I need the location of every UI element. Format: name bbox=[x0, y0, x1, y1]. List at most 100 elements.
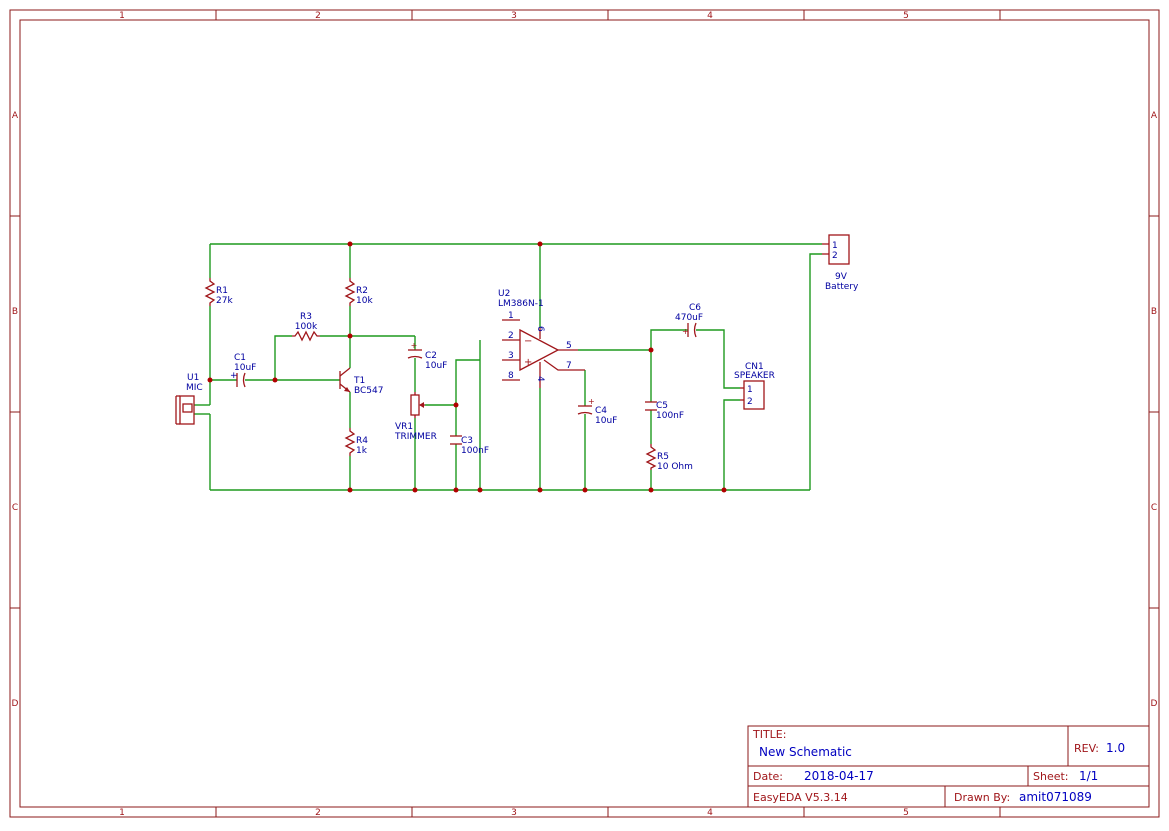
resistor-r2: R2 10k bbox=[344, 278, 373, 306]
column-label-top: 4 bbox=[707, 11, 713, 21]
title-block: TITLE: New Schematic REV: 1.0 Date: 2018… bbox=[747, 725, 1150, 808]
r5-value: 10 Ohm bbox=[657, 462, 693, 472]
svg-text:−: − bbox=[524, 336, 532, 347]
r5-ref: R5 bbox=[657, 452, 669, 462]
r3-ref: R3 bbox=[300, 312, 312, 322]
row-label-right: B bbox=[1151, 307, 1157, 317]
svg-text:+: + bbox=[682, 327, 689, 336]
connector-battery: 1 2 9V Battery bbox=[822, 234, 859, 292]
svg-text:+: + bbox=[230, 371, 238, 381]
u2-pin-5: 5 bbox=[566, 341, 572, 351]
r2-value: 10k bbox=[356, 296, 373, 306]
sheet-label: Sheet: bbox=[1033, 770, 1069, 783]
connector-cn1: 1 2 CN1 SPEAKER bbox=[734, 362, 775, 410]
column-label-top: 3 bbox=[511, 11, 517, 21]
cn1-value: SPEAKER bbox=[734, 371, 775, 381]
row-label-right: A bbox=[1151, 111, 1158, 121]
title-label: TITLE: bbox=[752, 728, 786, 741]
capacitor-c6: + C6 470uF bbox=[675, 303, 703, 338]
c3-ref: C3 bbox=[461, 436, 473, 446]
column-label-top: 2 bbox=[315, 11, 321, 21]
c1-value: 10uF bbox=[234, 363, 256, 373]
column-label-top: 1 bbox=[119, 11, 125, 21]
battery-value: Battery bbox=[825, 282, 859, 292]
r1-value: 27k bbox=[216, 296, 233, 306]
u2-pin-1: 1 bbox=[508, 311, 514, 321]
column-label-top: 5 bbox=[903, 11, 909, 21]
software-label: EasyEDA V5.3.14 bbox=[753, 791, 848, 804]
u1-ref: U1 bbox=[187, 373, 199, 383]
amplifier-u2: − + 1 2 3 8 5 7 6 4 U2 LM386N-1 bbox=[498, 289, 585, 388]
column-label-bottom: 3 bbox=[511, 808, 517, 818]
u2-pin-6: 6 bbox=[535, 326, 545, 332]
resistor-r4: R4 1k bbox=[344, 428, 368, 456]
row-label-left: C bbox=[12, 503, 18, 513]
u2-pin-4: 4 bbox=[535, 376, 545, 382]
u2-value: LM386N-1 bbox=[498, 299, 544, 309]
row-label-right: C bbox=[1151, 503, 1157, 513]
row-label-left: A bbox=[12, 111, 19, 121]
drawing-frame bbox=[9, 9, 1160, 818]
c5-value: 100nF bbox=[656, 411, 684, 421]
svg-text:+: + bbox=[411, 341, 418, 350]
r2-ref: R2 bbox=[356, 286, 368, 296]
cn1-pin-1: 1 bbox=[747, 385, 753, 395]
cn1-ref: CN1 bbox=[745, 362, 764, 372]
u2-pin-3: 3 bbox=[508, 351, 514, 361]
c6-value: 470uF bbox=[675, 313, 703, 323]
battery-pin-2: 2 bbox=[832, 251, 838, 261]
title-value: New Schematic bbox=[759, 745, 852, 759]
c6-ref: C6 bbox=[689, 303, 701, 313]
c4-ref: C4 bbox=[595, 406, 607, 416]
capacitor-c4: + C4 10uF bbox=[577, 397, 617, 426]
trimmer-vr1: VR1 TRIMMER bbox=[394, 392, 437, 442]
battery-ref: 9V bbox=[835, 272, 848, 282]
capacitor-c2: + C2 10uF bbox=[407, 341, 447, 371]
r3-value: 100k bbox=[295, 322, 318, 332]
row-label-left: B bbox=[12, 307, 18, 317]
capacitor-c3: C3 100nF bbox=[450, 435, 489, 456]
r1-ref: R1 bbox=[216, 286, 228, 296]
capacitor-c5: C5 100nF bbox=[645, 401, 684, 421]
u2-pin-8: 8 bbox=[508, 371, 514, 381]
battery-pin-1: 1 bbox=[832, 241, 838, 251]
c3-value: 100nF bbox=[461, 446, 489, 456]
u1-value: MIC bbox=[186, 383, 203, 393]
date-value: 2018-04-17 bbox=[804, 769, 874, 783]
c2-ref: C2 bbox=[425, 351, 437, 361]
drawn-by-label: Drawn By: bbox=[954, 791, 1010, 804]
r4-ref: R4 bbox=[356, 436, 368, 446]
r4-value: 1k bbox=[356, 446, 368, 456]
row-label-left: D bbox=[12, 699, 19, 709]
cn1-pin-2: 2 bbox=[747, 397, 753, 407]
c1-ref: C1 bbox=[234, 353, 246, 363]
wires bbox=[194, 243, 822, 491]
vr1-ref: VR1 bbox=[395, 422, 413, 432]
u2-pin-7: 7 bbox=[566, 361, 572, 371]
c2-value: 10uF bbox=[425, 361, 447, 371]
t1-ref: T1 bbox=[353, 376, 365, 386]
u2-pin-2: 2 bbox=[508, 331, 514, 341]
u2-ref: U2 bbox=[498, 289, 510, 299]
column-label-bottom: 4 bbox=[707, 808, 713, 818]
resistor-r3: R3 100k bbox=[292, 312, 320, 342]
resistor-r1: R1 27k bbox=[204, 278, 233, 306]
junctions bbox=[207, 241, 727, 493]
column-label-bottom: 2 bbox=[315, 808, 321, 818]
transistor-t1: T1 BC547 bbox=[339, 367, 383, 396]
c4-value: 10uF bbox=[595, 416, 617, 426]
microphone-u1: U1 MIC bbox=[175, 373, 203, 425]
capacitor-c1: + C1 10uF bbox=[230, 353, 256, 388]
svg-text:+: + bbox=[588, 397, 595, 406]
rev-value: 1.0 bbox=[1106, 741, 1125, 755]
t1-value: BC547 bbox=[354, 386, 383, 396]
svg-text:+: + bbox=[524, 357, 532, 368]
column-label-bottom: 1 bbox=[119, 808, 125, 818]
rev-label: REV: bbox=[1074, 742, 1099, 755]
c5-ref: C5 bbox=[656, 401, 668, 411]
column-label-bottom: 5 bbox=[903, 808, 909, 818]
vr1-value: TRIMMER bbox=[394, 432, 437, 442]
date-label: Date: bbox=[753, 770, 783, 783]
